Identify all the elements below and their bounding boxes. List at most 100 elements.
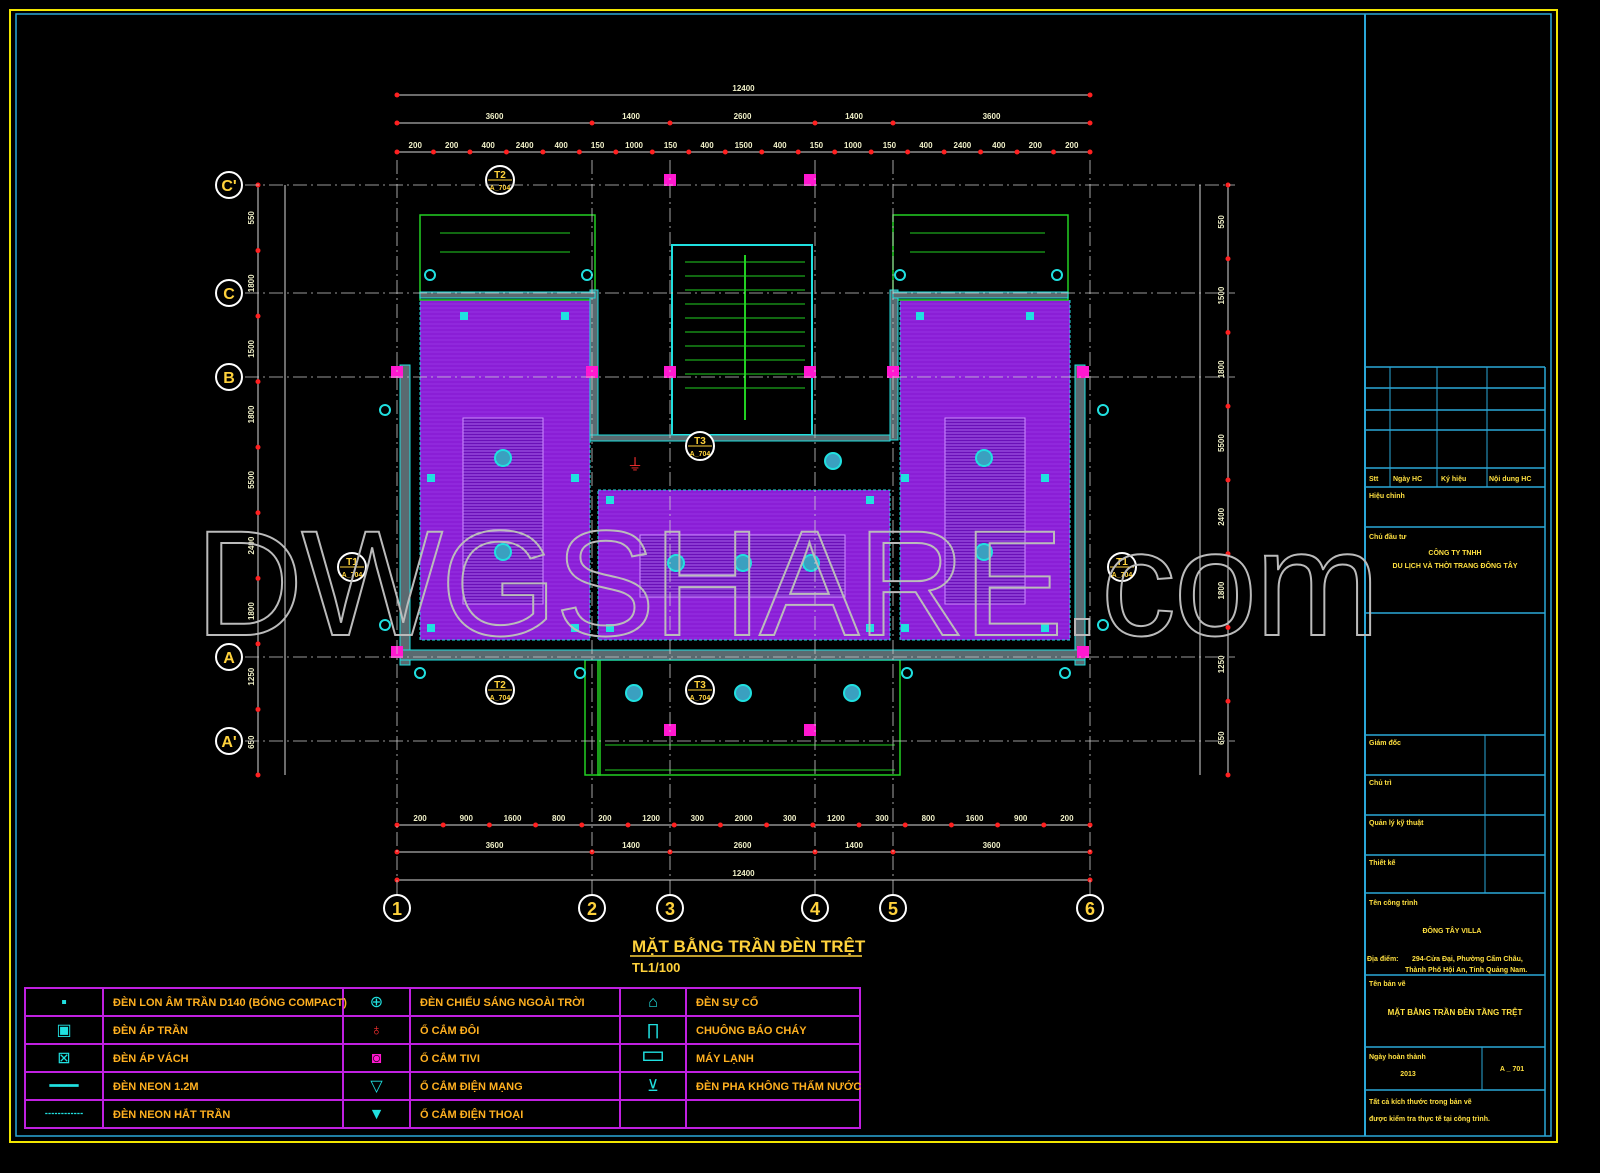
legend-label: Ổ CẮM TIVI — [420, 1052, 480, 1065]
dim-bottom-level1-tick — [486, 822, 492, 828]
dim-top-level2-label: 3600 — [486, 112, 504, 121]
dim-right-label: 1800 — [1217, 581, 1226, 599]
section-marker-sheet: A_704 — [1112, 572, 1133, 579]
legend-border — [24, 987, 861, 1129]
dim-top-level3-tick — [1014, 149, 1020, 155]
downlight-icon — [802, 554, 820, 572]
grid-label-row: A' — [221, 734, 236, 751]
revision-header: Stt — [1369, 476, 1379, 483]
grid-bubble-col — [656, 894, 684, 922]
watermark: DWGSHARE.com — [195, 499, 1380, 667]
dim-top-level2-tick — [1087, 120, 1093, 126]
signatory-label: Chủ trì — [1369, 780, 1392, 787]
dim-bottom-level2-label: 3600 — [983, 841, 1001, 850]
dim-top-level2-tick — [667, 120, 673, 126]
completion-date: 2013 — [1400, 1071, 1416, 1078]
dim-top-level2-tick — [890, 120, 896, 126]
dim-left-label: 1250 — [247, 667, 256, 685]
dim-top-level3-tick — [905, 149, 911, 155]
tv-socket-icon: ◙ — [372, 1050, 382, 1067]
dim-top-level3-tick — [868, 149, 874, 155]
inner-frame — [15, 13, 1552, 1137]
emergency-light-icon: ⌂ — [648, 994, 658, 1011]
dim-right-tick — [1225, 477, 1231, 483]
dim-top-level3-tick — [613, 149, 619, 155]
dim-top-level3-label: 150 — [664, 141, 678, 150]
grid-label-row: C — [223, 286, 235, 303]
downlight-icon — [734, 554, 752, 572]
grid-label-col: 3 — [665, 899, 675, 919]
dim-right-label: 1800 — [1217, 360, 1226, 378]
grid-bubble-col — [1076, 894, 1104, 922]
ceiling-light-icon — [561, 312, 569, 320]
column — [804, 366, 816, 378]
grid-bubble-row — [215, 727, 243, 755]
dim-top-overall-tick — [394, 92, 400, 98]
dim-top-level3-tick — [1051, 149, 1057, 155]
dim-bottom-level1-tick — [1041, 822, 1047, 828]
dim-top-level3-tick — [1087, 149, 1093, 155]
dim-top-level3-label: 400 — [700, 141, 714, 150]
dim-left-label: 1500 — [247, 339, 256, 357]
legend-label: ĐÈN PHA KHÔNG THẤM NƯỚC — [696, 1080, 861, 1093]
ceiling-light-icon — [571, 474, 579, 482]
downlight-icon — [975, 543, 993, 561]
outdoor-light-icon — [574, 667, 586, 679]
ceiling-light-icon — [901, 624, 909, 632]
dim-bottom-level1-label: 200 — [1060, 814, 1074, 823]
dim-top-level3-label: 2400 — [516, 141, 534, 150]
column — [1077, 646, 1089, 658]
dim-right-tick — [1225, 551, 1231, 557]
section-marker-id: T2 — [494, 680, 506, 691]
ceiling-light-icon — [1041, 474, 1049, 482]
dim-bottom-level1-tick — [671, 822, 677, 828]
dim-bottom-level1-label: 800 — [922, 814, 936, 823]
ceiling-light-icon — [1041, 624, 1049, 632]
ceiling-light-icon — [427, 624, 435, 632]
section-marker-sheet: A_704 — [490, 695, 511, 702]
floor-plan: ⏚T2A_704T3A_704T1A_704T1A_704T2A_704T3A_… — [337, 165, 1137, 776]
ceiling-light-icon — [1026, 312, 1034, 320]
wall — [419, 291, 596, 299]
section-marker: T2A_704 — [485, 675, 515, 705]
balcony-outline-2 — [597, 659, 901, 776]
dim-bottom-level1-label: 1200 — [827, 814, 845, 823]
dim-top-level3-tick — [978, 149, 984, 155]
dim-top-level2-label: 3600 — [983, 112, 1001, 121]
section-marker: T1A_704 — [1107, 552, 1137, 582]
legend-label: MÁY LẠNH — [696, 1052, 754, 1065]
sheet-name: MẶT BẰNG TRẦN ĐÈN TẦNG TRỆT — [1388, 1007, 1523, 1017]
dim-left-label: 2400 — [247, 536, 256, 554]
note-line2: được kiểm tra thực tế tại công trình. — [1369, 1115, 1490, 1123]
downlight-icon — [494, 543, 512, 561]
dim-bottom-level1-label: 300 — [875, 814, 889, 823]
outdoor-light-icon — [901, 667, 913, 679]
dim-right-tick — [1225, 330, 1231, 335]
dim-bottom-level1-label: 1200 — [642, 814, 660, 823]
dim-top-level3-label: 200 — [409, 141, 423, 150]
ceiling-light-icon — [866, 624, 874, 632]
balcony-outline-1 — [892, 214, 1069, 301]
ceiling-light-icon — [606, 496, 614, 504]
downlight-icon — [625, 684, 643, 702]
dim-bottom-level2-label: 1400 — [845, 841, 863, 850]
dim-top-level3-tick — [503, 149, 509, 155]
dim-right-tick — [1225, 625, 1231, 630]
grid-label-row: B — [223, 370, 235, 387]
dim-top-level3-label: 400 — [992, 141, 1006, 150]
sheet-number: A _ 701 — [1500, 1066, 1524, 1073]
dim-top-level3-label: 200 — [445, 141, 459, 150]
dim-top-overall-tick — [1087, 92, 1093, 98]
dim-right-tick — [1225, 182, 1231, 188]
waterproof-floodlight-icon: ⊻ — [647, 1078, 659, 1095]
outdoor-light-icon — [581, 269, 593, 281]
wall — [399, 364, 411, 666]
dim-top-level3-tick — [649, 149, 655, 155]
dim-bottom-level1-tick — [394, 822, 400, 828]
dim-left-label: 1800 — [247, 274, 256, 292]
grid-label-col: 5 — [888, 899, 898, 919]
dim-bottom-level1-tick — [1087, 822, 1093, 828]
outer-frame — [9, 9, 1558, 1143]
dim-bottom-level1-tick — [717, 822, 723, 828]
dim-top-level3-tick — [795, 149, 801, 155]
